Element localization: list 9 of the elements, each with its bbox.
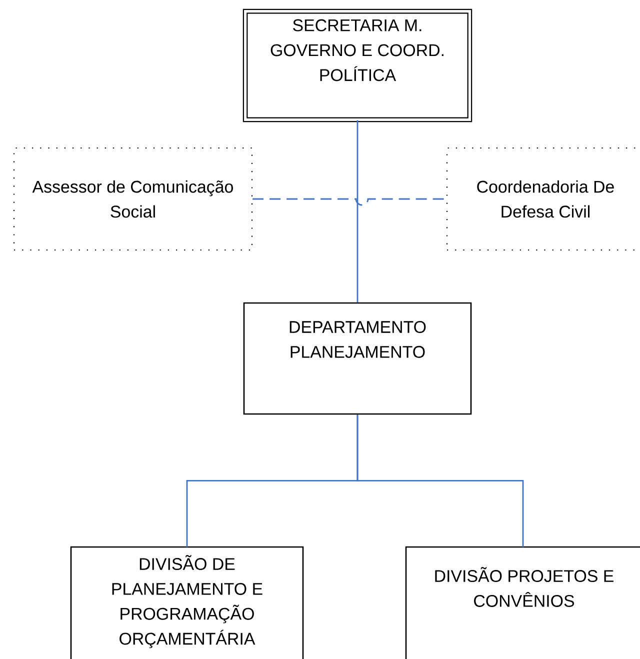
connector-line — [356, 120, 358, 302]
division-box: DIVISÃO PROJETOS E CONVÊNIOS — [405, 546, 640, 659]
office-box: SECRETARIA M. GOVERNO E COORD. POLÍTICA — [242, 8, 472, 122]
advisory-box: Coordenadoria De Defesa Civil — [446, 147, 640, 251]
connector-line — [356, 414, 524, 547]
department-box: DEPARTAMENTO PLANEJAMENTO — [243, 302, 472, 415]
advisory-box: Assessor de Comunicação Social — [13, 147, 253, 251]
division-box: DIVISÃO DE PLANEJAMENTO E PROGRAMAÇÃO ORÇAMENTÁRIA — [70, 546, 304, 659]
connector-line — [252, 198, 446, 206]
